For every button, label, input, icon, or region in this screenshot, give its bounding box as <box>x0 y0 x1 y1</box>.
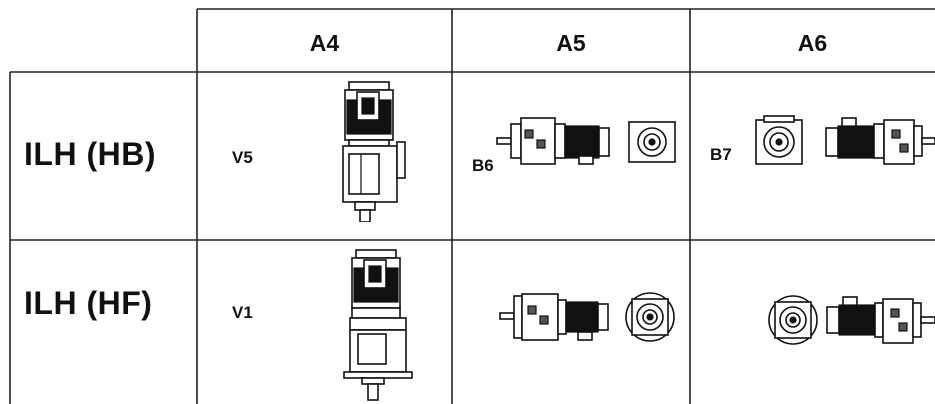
gear-motor-b6-drawing <box>495 112 685 172</box>
gear-motor-v1-drawing <box>340 246 416 402</box>
column-header-a5: A5 <box>556 30 586 56</box>
position-label-b6: B6 <box>472 156 494 175</box>
position-label-v5: V5 <box>232 148 253 167</box>
gear-motor-b7-drawing <box>752 112 935 172</box>
row-label-ilh-hb: ILH (HB) <box>24 136 156 172</box>
column-header-a4: A4 <box>309 30 340 56</box>
gear-motor-hf-a5-drawing <box>498 288 686 346</box>
position-label-v1: V1 <box>232 303 253 322</box>
column-header-a6: A6 <box>797 30 828 56</box>
position-label-b7: B7 <box>710 145 732 164</box>
gear-motor-v5-drawing <box>335 78 415 222</box>
gear-motor-hf-a6-drawing <box>765 291 935 349</box>
row-label-ilh-hf: ILH (HF) <box>24 285 153 321</box>
